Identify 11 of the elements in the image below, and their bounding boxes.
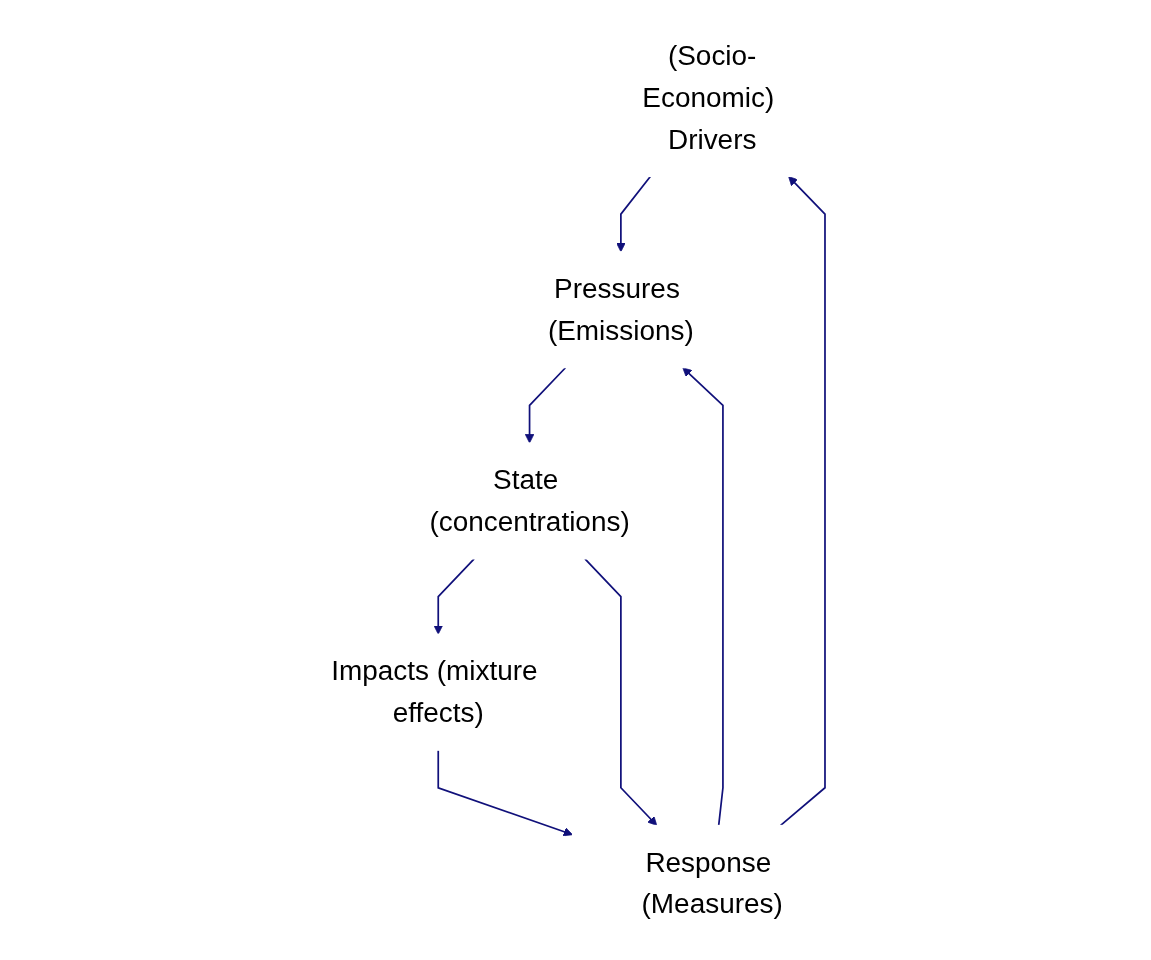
arrow	[525, 366, 567, 444]
arrow	[584, 558, 658, 826]
arrow	[616, 175, 652, 253]
arrow	[433, 558, 476, 635]
arrow	[780, 176, 827, 827]
node-text: Pressures (Emissions)	[548, 272, 695, 347]
node-text: (Socio-Economic) Drivers	[642, 39, 775, 156]
node-text: Response (Measures)	[641, 845, 784, 920]
node-text: State (concentrations)	[429, 463, 630, 538]
node-text: Impacts (mixture effects)	[331, 654, 538, 729]
arrow	[682, 367, 725, 827]
